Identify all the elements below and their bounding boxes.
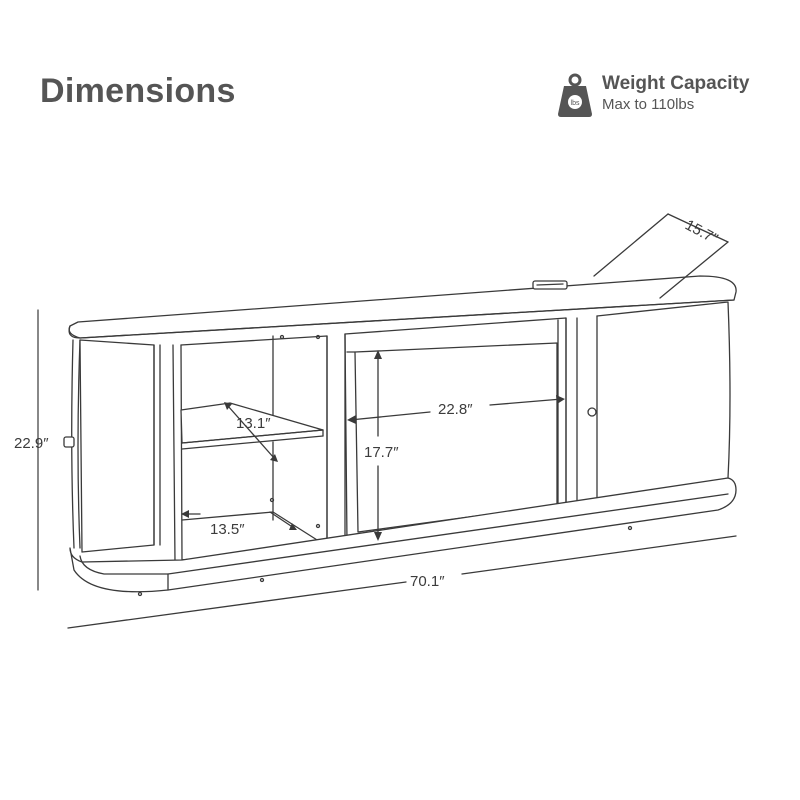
width-label: 70.1″ xyxy=(410,573,445,590)
top-edge xyxy=(68,299,735,339)
center-height-arrow xyxy=(374,350,382,541)
depth-dimension-line xyxy=(593,213,729,299)
center-width-arrow xyxy=(347,395,565,424)
width-dimension-line xyxy=(67,535,737,629)
top-surface xyxy=(68,275,737,339)
base xyxy=(69,477,737,593)
center-door-glass xyxy=(354,342,558,533)
right-door-knob xyxy=(587,407,597,417)
shelf-depth-label: 13.1″ xyxy=(236,415,271,432)
center-width-label: 22.8″ xyxy=(438,401,473,418)
weight-capacity-badge: lbs Weight Capacity Max to 110lbs xyxy=(556,72,749,120)
badge-title: Weight Capacity xyxy=(602,73,750,94)
left-knob xyxy=(63,436,75,448)
center-height-label: 17.7″ xyxy=(364,444,399,461)
height-label: 22.9″ xyxy=(14,435,49,452)
badge-subtitle: Max to 110lbs xyxy=(602,96,695,113)
shelf-width-label: 13.5″ xyxy=(210,521,245,538)
shelf-depth-arrow xyxy=(224,402,278,462)
weight-icon-text: lbs xyxy=(571,100,580,107)
shelf-width-arrow xyxy=(181,510,297,530)
depth-label: 15.7″ xyxy=(682,217,721,249)
page-title: Dimensions xyxy=(40,72,236,110)
weight-icon: lbs xyxy=(558,73,592,117)
right-door xyxy=(596,301,731,511)
